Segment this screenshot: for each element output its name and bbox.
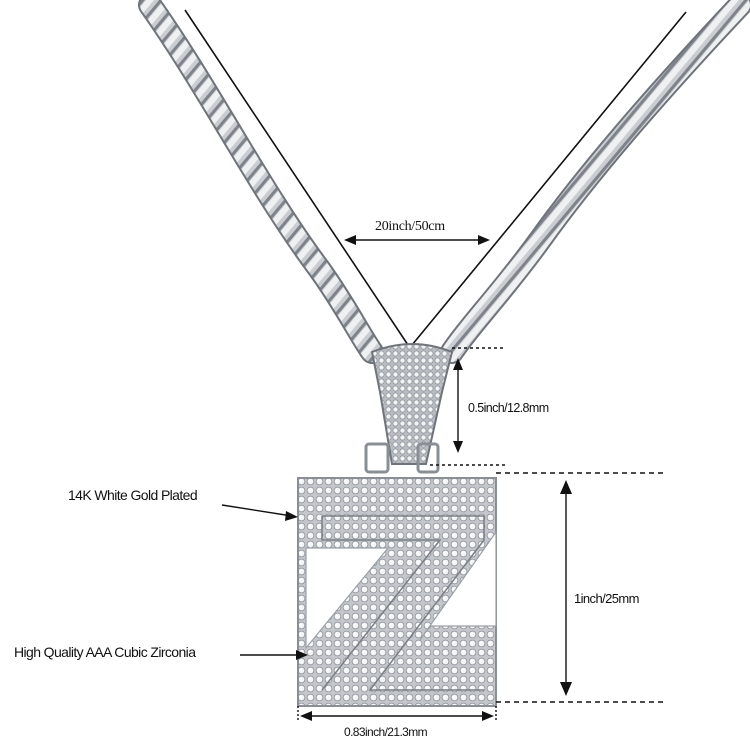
stones-callout-line — [240, 650, 308, 660]
plating-callout-line — [221, 504, 298, 521]
pendant — [297, 477, 497, 707]
chain-length-arrow — [344, 235, 490, 245]
pendant-height-label: 1inch/25mm — [574, 591, 639, 606]
chain-length-guide — [184, 9, 687, 346]
chain-left-strand — [138, 0, 384, 364]
pendant-height-dimension — [496, 472, 665, 703]
plating-label: 14K White Gold Plated — [68, 487, 198, 503]
chain-right-strand — [440, 0, 750, 364]
chain-length-label: 20inch/50cm — [375, 219, 445, 234]
pendant-width-label: 0.83inch/21.3mm — [344, 725, 428, 739]
stones-label: High Quality AAA Cubic Zirconia — [14, 644, 196, 660]
pendant-width-dimension — [297, 706, 497, 722]
bail-height-label: 0.5inch/12.8mm — [468, 401, 549, 415]
bail — [364, 343, 454, 474]
bail-height-dimension — [430, 347, 505, 466]
